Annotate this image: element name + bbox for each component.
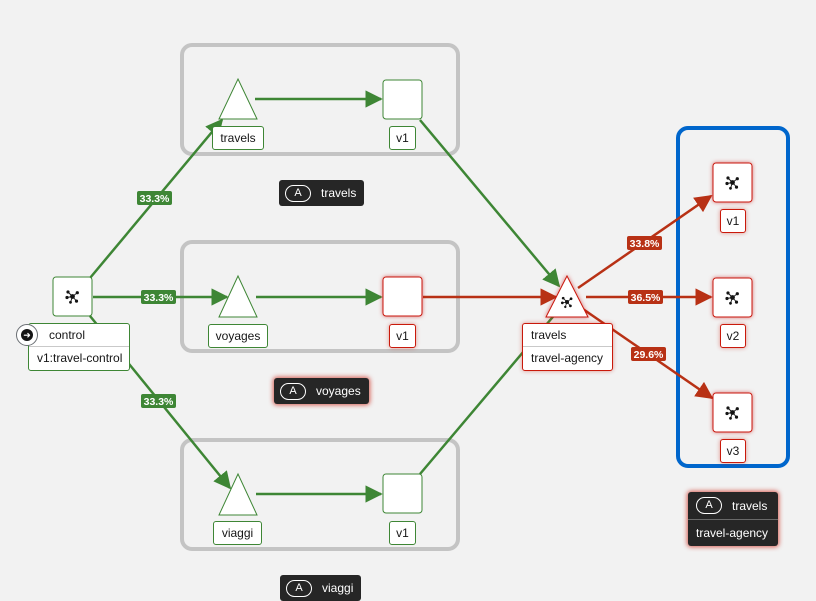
target-service-name: travels <box>531 328 567 342</box>
version-label-v3: v3 <box>720 439 746 463</box>
service-graph: 33.3% 33.3% 33.3% 33.8% 36.5% 29.6% <box>52 43 790 551</box>
control-label-name: control <box>49 328 86 342</box>
edge-label-text: 33.3% <box>144 396 174 408</box>
control-label-workload: v1:travel-control <box>29 346 129 369</box>
app-group-travels[interactable] <box>180 43 460 156</box>
app-badge-label: travels <box>321 186 357 200</box>
selected-group-namespace: travel-agency <box>696 526 769 540</box>
network-hub-icon <box>725 406 739 420</box>
edge-travels-v1-target[interactable] <box>419 119 561 288</box>
edge-label-control-voyages: 33.3% <box>141 290 176 304</box>
network-hub-icon <box>65 290 79 304</box>
edge-label-text: 29.6% <box>634 349 664 361</box>
app-badge-travels[interactable]: A travels <box>279 180 365 206</box>
app-badge-label: viaggi <box>322 581 354 595</box>
workload-node-viaggi-v1[interactable] <box>382 473 423 514</box>
app-label-viaggi: viaggi <box>213 521 262 545</box>
edge-label-control-travels: 33.3% <box>137 191 172 205</box>
app-marker-icon: A <box>286 579 312 597</box>
network-hub-icon <box>560 296 573 309</box>
app-group-viaggi[interactable] <box>180 438 460 551</box>
edge-label-text: 33.3% <box>144 292 174 304</box>
network-hub-icon <box>725 176 739 190</box>
app-node-voyages[interactable] <box>218 274 258 318</box>
arrow-circle-icon: ➜ <box>16 324 38 346</box>
app-badge-label: voyages <box>316 384 361 398</box>
target-service-label: travels travel-agency <box>522 323 613 371</box>
edge-label-target-v2: 36.5% <box>628 290 663 304</box>
target-service-node[interactable] <box>545 274 589 318</box>
network-hub-icon <box>725 291 739 305</box>
workload-label-voyages-v1: v1 <box>389 324 416 348</box>
selected-group-label: travels <box>732 498 768 513</box>
app-node-travels[interactable] <box>218 77 258 120</box>
version-label-v2: v2 <box>720 324 746 348</box>
app-node-viaggi[interactable] <box>218 472 258 516</box>
edge-label-text: 36.5% <box>631 292 661 304</box>
workload-node-travels-v1[interactable] <box>382 79 423 120</box>
edge-label-text: 33.3% <box>140 193 170 205</box>
target-service-namespace: travel-agency <box>523 346 612 369</box>
app-badge-viaggi[interactable]: A viaggi <box>280 575 362 601</box>
edge-label-control-viaggi: 33.3% <box>141 394 176 408</box>
app-marker-icon: A <box>280 382 306 400</box>
edge-label-text: 33.8% <box>630 238 660 250</box>
workload-label-viaggi-v1: v1 <box>389 521 416 545</box>
workload-label-travels-v1: v1 <box>389 126 416 150</box>
app-badge-voyages[interactable]: A voyages <box>274 378 369 404</box>
edge-label-target-v3: 29.6% <box>631 347 666 361</box>
version-label-v1: v1 <box>720 209 746 233</box>
app-label-voyages: voyages <box>208 324 268 348</box>
app-marker-icon: A <box>285 184 311 202</box>
workload-node-voyages-v1[interactable] <box>382 276 423 317</box>
control-label: control v1:travel-control <box>28 323 130 371</box>
edge-label-target-v1: 33.8% <box>627 236 662 250</box>
app-label-travels: travels <box>212 126 264 150</box>
app-marker-icon: A <box>696 497 722 514</box>
